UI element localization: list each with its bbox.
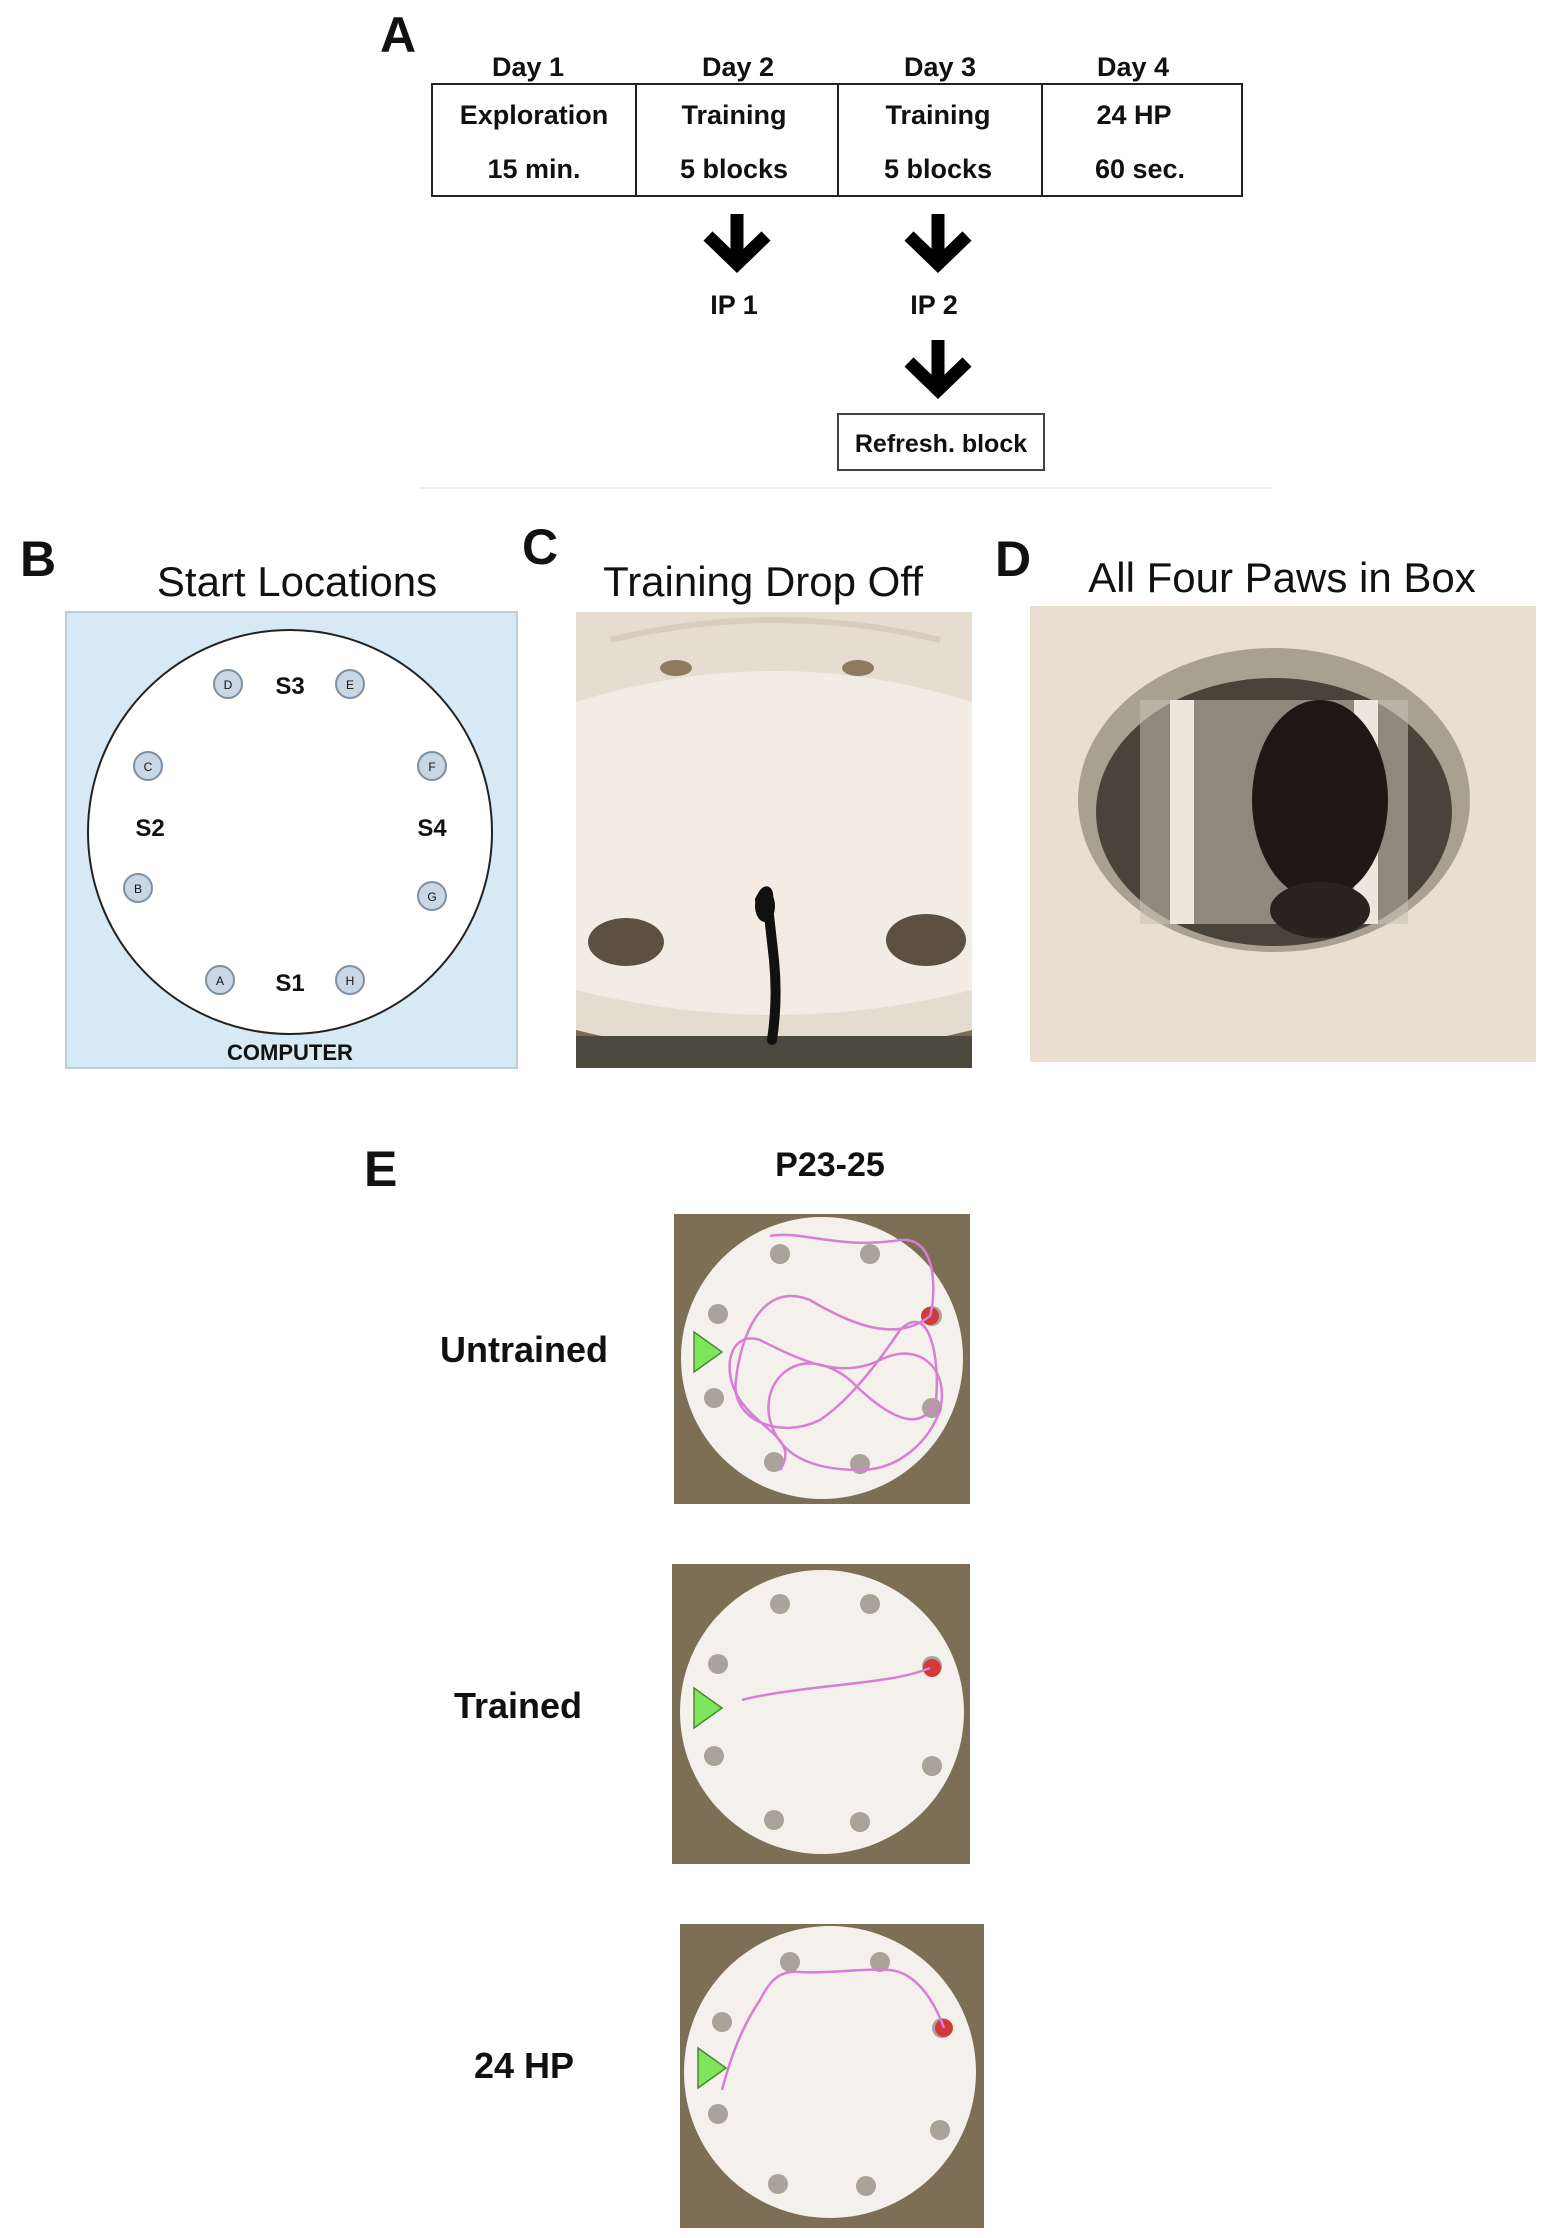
hole-label: A (216, 974, 224, 988)
panel-d-letter: D (995, 531, 1031, 587)
start-marker-icon (693, 1330, 724, 1374)
panel-d: D All Four Paws in Box (995, 531, 1536, 1062)
start-marker-icon (697, 2046, 728, 2090)
hole-label: F (428, 760, 435, 774)
hole-label: E (346, 678, 354, 692)
down-arrow-icon (904, 340, 972, 400)
untrained-trial-image (674, 1214, 970, 1504)
hole-label: H (346, 974, 355, 988)
ip2-label: IP 2 (910, 290, 958, 320)
hole-a (205, 965, 235, 995)
panel-e: E P23-25 Untrained Trained 24 HP (364, 1141, 984, 2228)
24hp-track (720, 1968, 946, 2091)
panel-b: B Start Locations A B C D E F G H S1 S2 … (20, 531, 518, 1069)
refresh-block-label: Refresh. block (855, 430, 1027, 458)
day-activity: Training (885, 100, 990, 130)
trained-track (741, 1666, 931, 1702)
target-hole-icon (923, 1659, 941, 1677)
training-drop-off-photo (576, 612, 972, 1068)
row-label-trained: Trained (454, 1685, 582, 1726)
hole-label: C (144, 760, 153, 774)
hole-c (133, 751, 163, 781)
panel-b-letter: B (20, 531, 56, 587)
day-header: Day 4 (1097, 52, 1169, 82)
computer-label: COMPUTER (227, 1040, 353, 1065)
age-label: P23-25 (775, 1146, 885, 1184)
day-duration: 5 blocks (884, 154, 992, 184)
day-duration: 15 min. (487, 154, 580, 184)
down-arrow-icon (904, 214, 972, 274)
panel-a-letter: A (380, 7, 416, 63)
day-duration: 5 blocks (680, 154, 788, 184)
hole-f (417, 751, 447, 781)
start-location-label: S3 (275, 673, 304, 700)
row-label-untrained: Untrained (440, 1329, 608, 1370)
refresh-block-box (837, 413, 1045, 471)
trained-trial-image (672, 1564, 970, 1864)
panel-a: A Day 1 Day 2 Day 3 Day 4 Exploration Tr… (380, 7, 1272, 489)
start-marker-icon (693, 1686, 724, 1730)
hole-label: G (427, 890, 436, 904)
start-location-label: S1 (275, 970, 304, 997)
day-header: Day 2 (702, 52, 774, 82)
panel-d-title: All Four Paws in Box (1088, 554, 1475, 601)
maze-platform (87, 629, 493, 1035)
panel-b-title: Start Locations (157, 558, 437, 605)
hole-b (123, 873, 153, 903)
panel-c-letter: C (522, 519, 558, 575)
day-duration: 60 sec. (1095, 154, 1185, 184)
day-activity: Exploration (460, 100, 609, 130)
hole-label: B (134, 882, 142, 896)
24hp-trial-image (680, 1924, 984, 2228)
hole-label: D (224, 678, 233, 692)
day-header: Day 1 (492, 52, 564, 82)
day-activity: 24 HP (1096, 100, 1171, 130)
start-location-label: S4 (417, 815, 447, 842)
start-location-label: S2 (135, 815, 164, 842)
down-arrow-icon (703, 214, 771, 274)
maze-holes: A B C D E F G H (123, 669, 447, 995)
hole-h (335, 965, 365, 995)
panel-e-letter: E (364, 1141, 397, 1197)
row-label-24hp: 24 HP (474, 2045, 574, 2086)
hole-g (417, 881, 447, 911)
panel-c: C Training Drop Off (522, 519, 972, 1068)
hole-e (335, 669, 365, 699)
timeline-table: Day 1 Day 2 Day 3 Day 4 Exploration Trai… (431, 52, 1243, 197)
ip1-label: IP 1 (710, 290, 758, 320)
untrained-track (728, 1233, 944, 1472)
panel-c-title: Training Drop Off (603, 558, 923, 605)
hole-d (213, 669, 243, 699)
all-four-paws-photo (1030, 606, 1536, 1062)
day-header: Day 3 (904, 52, 976, 82)
day-activity: Training (681, 100, 786, 130)
